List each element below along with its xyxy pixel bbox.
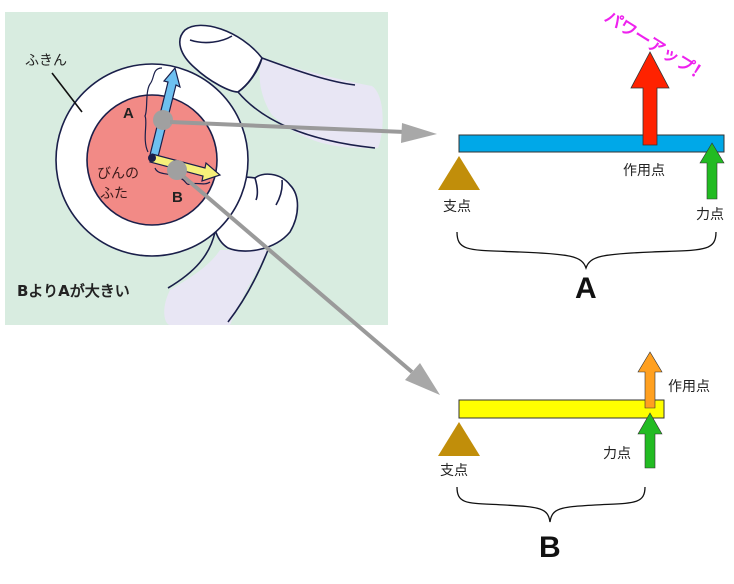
pivot-dot — [148, 154, 156, 162]
pointer-line-a — [169, 120, 406, 134]
lever-b-fulcrum-label: 支点 — [440, 463, 468, 479]
pointer-dot-b — [167, 160, 187, 180]
lever-a-effort-arrow-icon — [699, 142, 725, 200]
lever-b-effort-arrow-icon — [637, 412, 663, 469]
lever-a — [438, 51, 725, 271]
lever-a-load-label: 作用点 — [623, 163, 665, 179]
lever-a-span-label: A — [575, 272, 597, 305]
lever-b-load-arrow-icon — [637, 351, 663, 409]
lever-b-bar — [458, 399, 665, 419]
pointer-head-b-icon — [405, 363, 440, 395]
pointer-dot-a — [153, 110, 173, 130]
lever-b-span-label: B — [539, 531, 561, 564]
lever-b-fulcrum-icon — [438, 422, 480, 456]
lever-b-span-brace-icon — [456, 486, 646, 523]
lever-b — [438, 351, 665, 523]
lever-a-fulcrum-label: 支点 — [443, 199, 471, 215]
lever-a-effort-label: 力点 — [696, 207, 724, 223]
lever-a-bar — [458, 134, 725, 153]
lid-label-line2: ふた — [100, 186, 128, 202]
lower-hand-sleeve — [164, 250, 268, 325]
lever-b-load-label: 作用点 — [668, 379, 710, 395]
lid-label-line1: びんの — [97, 166, 139, 182]
label-a: A — [123, 105, 134, 122]
cloth-leader-line — [51, 72, 83, 113]
caption: BよりAが大きい — [17, 282, 130, 300]
brace-b-icon — [154, 167, 211, 185]
pointer-connectors — [169, 120, 440, 395]
brace-a-icon — [144, 67, 163, 153]
label-b: B — [172, 189, 183, 206]
lower-hand-outline — [167, 177, 283, 323]
illustration-panel — [5, 12, 388, 325]
lever-a-load-arrow-icon — [630, 51, 670, 146]
pointer-head-a-icon — [401, 123, 437, 143]
lever-a-span-brace-icon — [456, 231, 717, 271]
cloth-label: ふきん — [25, 53, 67, 69]
lever-b-effort-label: 力点 — [603, 446, 631, 462]
pointer-line-b — [182, 175, 414, 374]
lever-a-fulcrum-icon — [438, 156, 480, 190]
